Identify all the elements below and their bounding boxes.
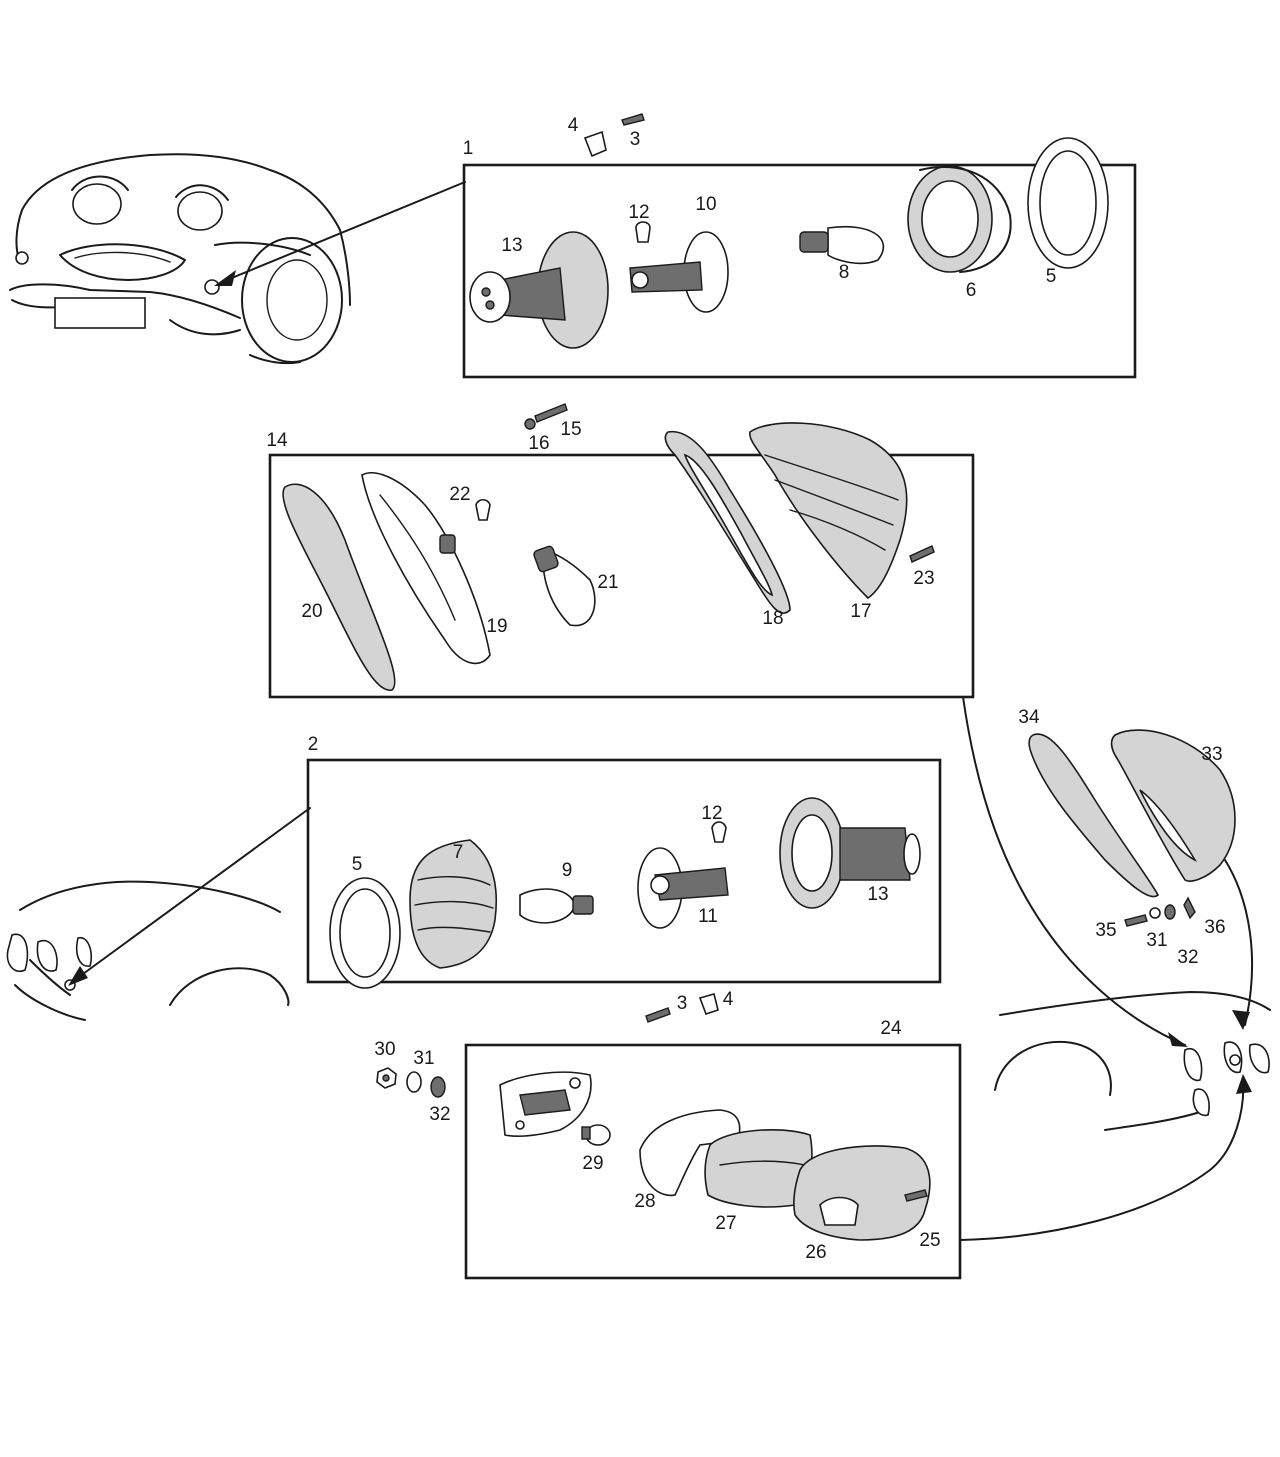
bulb-part-12 bbox=[635, 221, 651, 243]
clip-part-4 bbox=[583, 130, 607, 158]
label-part-11: 11 bbox=[698, 906, 718, 927]
pointer-arrow-1 bbox=[221, 181, 466, 283]
label-part-4: 4 bbox=[568, 115, 579, 136]
label-part-1: 1 bbox=[463, 138, 474, 159]
number-plate bbox=[54, 297, 146, 329]
rim-part-5-rear bbox=[329, 877, 401, 989]
screw-part-23 bbox=[909, 545, 935, 563]
washer-part-31-side bbox=[1149, 907, 1161, 919]
screw-part-35 bbox=[1124, 914, 1148, 927]
cover-part-26 bbox=[793, 1145, 931, 1241]
gasket-part-18 bbox=[664, 430, 791, 614]
right-headlamp bbox=[177, 191, 223, 231]
label-part-5-rear: 5 bbox=[352, 854, 363, 875]
label-part-30: 30 bbox=[374, 1039, 395, 1060]
left-headlamp bbox=[72, 183, 122, 225]
lamp-base-part-24 bbox=[499, 1071, 592, 1137]
bulb-holder-part-11 bbox=[637, 847, 729, 929]
washer-part-32 bbox=[430, 1076, 446, 1098]
connector-line-14 bbox=[962, 696, 1186, 1046]
label-part-10: 10 bbox=[695, 194, 716, 215]
label-part-32: 32 bbox=[429, 1104, 450, 1125]
label-part-4-rear: 4 bbox=[723, 989, 734, 1010]
rear-car-illustration bbox=[6, 880, 290, 1021]
label-part-14: 14 bbox=[266, 430, 288, 451]
screw-part-3-rear bbox=[645, 1007, 671, 1023]
label-part-28: 28 bbox=[634, 1191, 655, 1212]
lens-part-33 bbox=[1110, 729, 1236, 882]
lamp-body-part-13 bbox=[469, 231, 609, 349]
lamp-body-part-13-rear bbox=[779, 797, 921, 909]
washer-part-32-side bbox=[1164, 904, 1176, 920]
lamp-base-part-19 bbox=[361, 472, 491, 665]
nut-part-36 bbox=[1183, 896, 1196, 920]
label-part-19: 19 bbox=[486, 616, 507, 637]
bulb-part-12-rear bbox=[711, 821, 727, 843]
label-part-27: 27 bbox=[715, 1213, 736, 1234]
label-part-34: 34 bbox=[1018, 707, 1040, 728]
label-part-15: 15 bbox=[560, 419, 581, 440]
label-part-29: 29 bbox=[582, 1153, 603, 1174]
pointer-arrow-2 bbox=[71, 807, 311, 983]
label-part-26: 26 bbox=[805, 1242, 826, 1263]
label-part-21: 21 bbox=[597, 572, 618, 593]
lens-part-7 bbox=[409, 839, 498, 969]
label-part-7: 7 bbox=[453, 842, 464, 863]
label-part-8: 8 bbox=[839, 262, 850, 283]
front-sidelamp-location bbox=[204, 279, 220, 295]
connector-line-24 bbox=[959, 1079, 1245, 1241]
nut-part-30 bbox=[376, 1067, 397, 1089]
connector-line-33 bbox=[1224, 859, 1253, 1026]
label-part-9: 9 bbox=[562, 860, 573, 881]
label-part-16: 16 bbox=[528, 433, 549, 454]
bulb-part-22 bbox=[475, 498, 491, 521]
bulb-part-21 bbox=[533, 545, 596, 627]
label-part-33: 33 bbox=[1201, 744, 1222, 765]
bulb-part-9 bbox=[519, 888, 594, 924]
label-part-17: 17 bbox=[850, 601, 871, 622]
lens-part-6 bbox=[907, 165, 1012, 273]
label-part-25: 25 bbox=[919, 1230, 940, 1251]
rear-lamp-box bbox=[306, 758, 942, 984]
label-part-22: 22 bbox=[449, 484, 470, 505]
label-part-5: 5 bbox=[1046, 266, 1057, 287]
rim-part-5 bbox=[1027, 137, 1109, 269]
number-plate-lamp-box bbox=[464, 1043, 962, 1280]
label-part-31: 31 bbox=[413, 1048, 434, 1069]
bulb-part-8 bbox=[799, 226, 885, 265]
label-part-24: 24 bbox=[880, 1018, 902, 1039]
label-part-32-side: 32 bbox=[1177, 947, 1198, 968]
gasket-part-20 bbox=[282, 483, 396, 691]
screw-part-15 bbox=[534, 403, 568, 423]
label-part-2: 2 bbox=[308, 734, 319, 755]
label-part-20: 20 bbox=[301, 601, 322, 622]
bulb-holder-part-10 bbox=[629, 231, 729, 313]
label-part-3: 3 bbox=[630, 129, 641, 150]
label-part-23: 23 bbox=[913, 568, 934, 589]
label-part-35: 35 bbox=[1095, 920, 1116, 941]
label-part-31-side: 31 bbox=[1146, 930, 1167, 951]
flasher-lamp-box bbox=[268, 453, 975, 699]
label-part-6: 6 bbox=[966, 280, 977, 301]
label-part-13-rear: 13 bbox=[867, 884, 888, 905]
front-lamp-box bbox=[462, 163, 1137, 379]
clip-part-4-rear bbox=[698, 993, 719, 1016]
label-part-36: 36 bbox=[1204, 917, 1225, 938]
lens-part-17 bbox=[749, 422, 908, 600]
bulb-part-29 bbox=[581, 1124, 611, 1146]
nut-part-16 bbox=[524, 418, 536, 430]
front-car-illustration bbox=[9, 153, 351, 365]
gasket-part-34 bbox=[1028, 733, 1160, 898]
label-part-12-rear: 12 bbox=[701, 803, 722, 824]
label-part-13: 13 bbox=[501, 235, 522, 256]
label-part-12: 12 bbox=[628, 202, 649, 223]
label-part-18: 18 bbox=[762, 608, 783, 629]
screw-part-3 bbox=[621, 113, 645, 126]
rear-car-right-illustration bbox=[994, 991, 1271, 1131]
washer-part-31 bbox=[406, 1071, 422, 1093]
screw-part-25 bbox=[904, 1189, 928, 1202]
part-number-labels: 1 3 4 13 12 10 8 6 5 14 15 16 22 21 20 1… bbox=[266, 115, 1225, 1263]
label-part-3-rear: 3 bbox=[677, 993, 688, 1014]
